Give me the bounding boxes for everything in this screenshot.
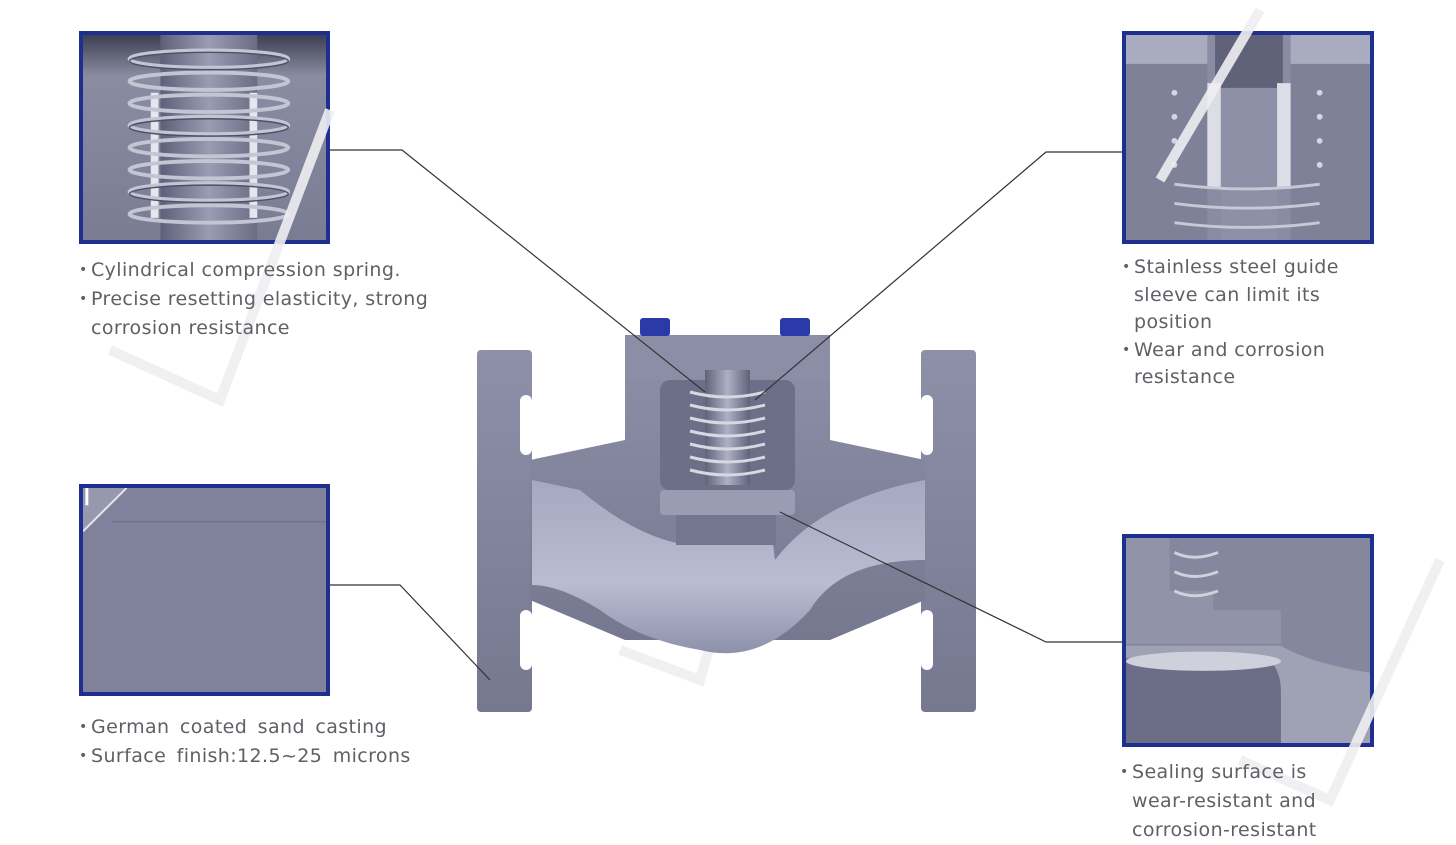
caption-casting: German coated sand casting Surface finis…	[79, 713, 459, 771]
spring-closeup-image	[83, 35, 326, 240]
bolt-icon	[640, 318, 810, 336]
detail-panel-casting	[79, 484, 330, 696]
caption-spring-line-1: Cylindrical compression spring.	[79, 256, 459, 285]
leader-line-casting	[330, 584, 491, 681]
leader-line-sealing	[779, 511, 1122, 643]
caption-sealing-line-1: Sealing surface is wear-resistant and co…	[1120, 758, 1360, 845]
caption-spring-line-2: Precise resetting elasticity, strong cor…	[79, 285, 459, 343]
guide-sleeve-closeup-image	[1126, 35, 1370, 240]
leader-lines	[330, 149, 1122, 681]
leader-line-guide-sleeve	[754, 151, 1122, 401]
leader-line-spring	[330, 149, 706, 393]
caption-guide-sleeve-line-1: Stainless steel guide sleeve can limit i…	[1122, 254, 1362, 337]
sealing-closeup-image	[1126, 538, 1370, 743]
detail-panel-spring	[79, 31, 330, 244]
caption-spring: Cylindrical compression spring. Precise …	[79, 256, 459, 343]
caption-casting-line-2: Surface finish:12.5~25 microns	[79, 742, 459, 771]
caption-guide-sleeve: Stainless steel guide sleeve can limit i…	[1122, 254, 1362, 392]
detail-panel-sealing	[1122, 534, 1374, 747]
caption-casting-line-1: German coated sand casting	[79, 713, 459, 742]
caption-guide-sleeve-line-2: Wear and corrosion resistance	[1122, 337, 1362, 392]
casting-closeup-image	[83, 488, 326, 692]
caption-sealing: Sealing surface is wear-resistant and co…	[1120, 758, 1360, 845]
valve-body	[477, 318, 976, 712]
